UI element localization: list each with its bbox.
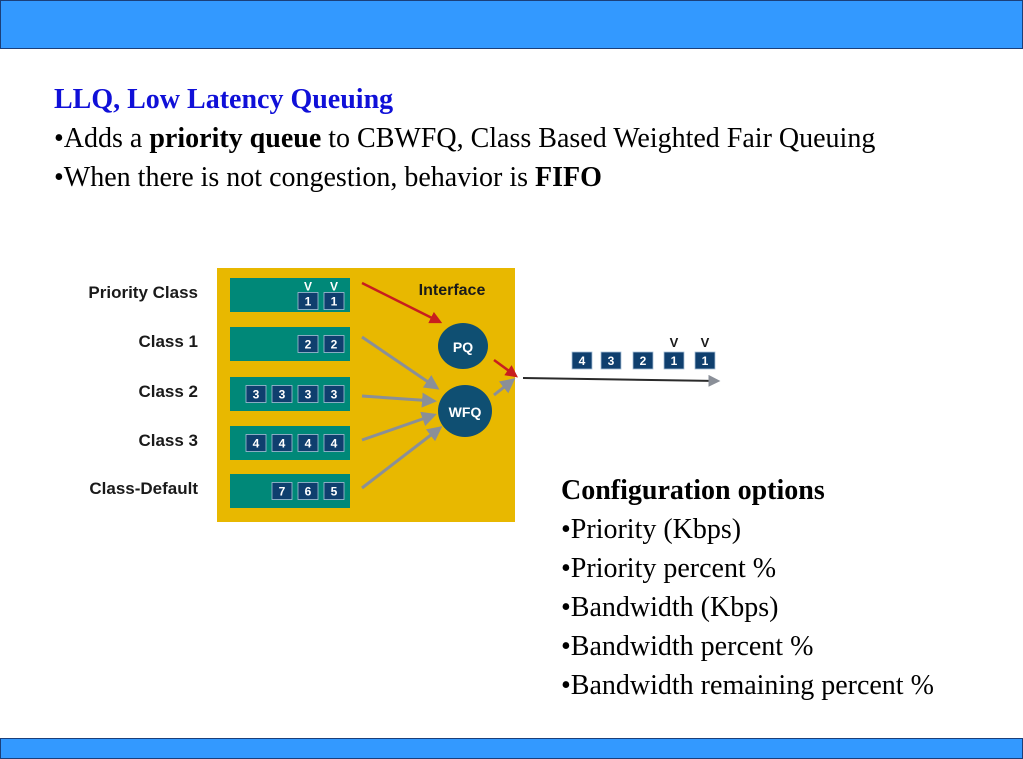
packet: [297, 335, 319, 353]
packet: [323, 385, 345, 403]
output-packet-label: 1: [671, 354, 678, 368]
config-item: •Priority (Kbps): [561, 514, 742, 545]
packet-label: 3: [279, 388, 286, 402]
packet: [271, 385, 293, 403]
arrow-default-to-wfq: [361, 426, 443, 490]
packet-label: 4: [253, 437, 260, 451]
bullet1-suffix: to CBWFQ, Class Based Weighted Fair Queu…: [321, 123, 876, 154]
packet: [245, 434, 267, 452]
interface-label: Interface: [419, 282, 486, 299]
wfq-label: WFQ: [449, 404, 482, 420]
output-packets: 4 3 2 1 V 1 V: [571, 335, 716, 370]
output-packet: [571, 351, 593, 370]
packet: [271, 482, 293, 500]
packet-label: 6: [305, 485, 312, 499]
bullet1-prefix: •Adds a: [54, 123, 150, 154]
wfq-circle: [438, 385, 492, 437]
output-line: [522, 374, 721, 387]
packet-label: 4: [305, 437, 312, 451]
footer-bar: [0, 738, 1023, 759]
output-packet: [600, 351, 622, 370]
packet-label: 1: [331, 295, 338, 309]
packet: [297, 482, 319, 500]
config-item: •Bandwidth remaining percent %: [561, 670, 934, 701]
bullet-fifo: •When there is not congestion, behavior …: [54, 158, 954, 197]
arrow-wfq-to-output: [493, 378, 516, 397]
packet-label: 3: [305, 388, 312, 402]
packet: [271, 434, 293, 452]
packet-label: 3: [253, 388, 260, 402]
output-voice-mark: V: [701, 335, 710, 350]
slide-title: LLQ, Low Latency Queuing: [54, 84, 394, 115]
pq-label: PQ: [453, 339, 473, 355]
config-heading: Configuration options: [561, 475, 825, 506]
class-label: Class-Default: [89, 479, 198, 498]
class-label: Priority Class: [88, 283, 198, 302]
output-packet-label: 1: [702, 354, 709, 368]
packet-label: 4: [279, 437, 286, 451]
packet: [297, 385, 319, 403]
class-label: Class 2: [138, 382, 198, 401]
arrow-class3-to-wfq: [361, 411, 437, 442]
config-options: Configuration options •Priority (Kbps) •…: [561, 471, 1021, 705]
packet-label: 3: [331, 388, 338, 402]
output-packet: [632, 351, 654, 370]
packet-label: 7: [279, 485, 286, 499]
arrow-pq-to-output: [493, 358, 519, 378]
packet-label: 2: [305, 338, 312, 352]
output-packet-label: 2: [640, 354, 647, 368]
bullet2-prefix: •When there is not congestion, behavior …: [54, 162, 536, 193]
packet: [245, 385, 267, 403]
config-item: •Bandwidth (Kbps): [561, 592, 779, 623]
output-voice-mark: V: [670, 335, 679, 350]
pq-circle: [438, 323, 488, 369]
class-label: Class 1: [138, 332, 198, 351]
config-item: •Priority percent %: [561, 553, 777, 584]
packet-label: 4: [331, 437, 338, 451]
packet-label: 2: [331, 338, 338, 352]
voice-mark: V: [330, 280, 338, 294]
packet-label: 5: [331, 485, 338, 499]
config-item: •Bandwidth percent %: [561, 631, 814, 662]
packet: [297, 292, 319, 310]
packet: [323, 292, 345, 310]
output-packet-label: 3: [608, 354, 615, 368]
voice-mark: V: [304, 280, 312, 294]
packet: [297, 434, 319, 452]
arrow-class2-to-wfq: [361, 392, 437, 408]
header-bar: [0, 0, 1023, 49]
bullet2-bold: FIFO: [535, 162, 602, 193]
arrow-priority-to-pq: [361, 281, 443, 324]
bullet1-bold: priority queue: [149, 123, 322, 154]
packet: [323, 482, 345, 500]
output-packet-label: 4: [579, 354, 586, 368]
class-label: Class 3: [138, 431, 198, 450]
bullet-priority-queue: •Adds a priority queue to CBWFQ, Class B…: [54, 119, 954, 158]
packet: [323, 335, 345, 353]
arrow-class1-to-wfq: [361, 335, 440, 390]
queue-arrows: [361, 281, 519, 490]
packet-label: 1: [305, 295, 312, 309]
output-packet: [694, 351, 716, 370]
packet: [323, 434, 345, 452]
main-text: LLQ, Low Latency Queuing •Adds a priorit…: [54, 80, 954, 197]
output-packet: [663, 351, 685, 370]
